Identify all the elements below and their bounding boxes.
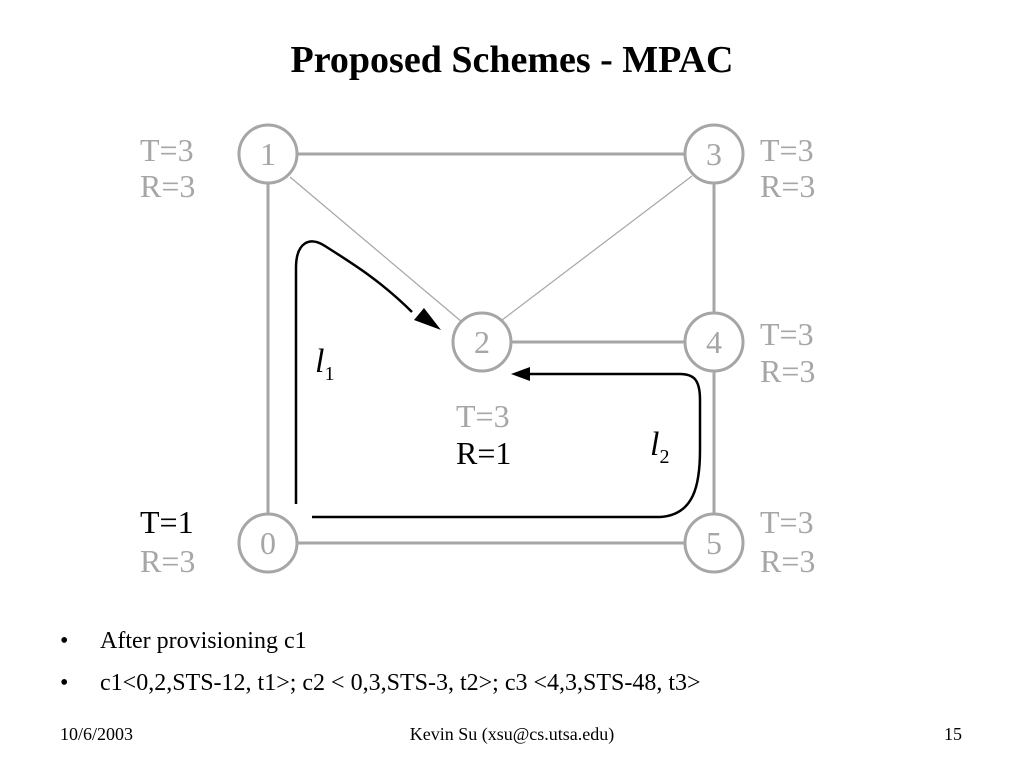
node-1-r-label: R=3	[140, 168, 195, 204]
node-3-r-label: R=3	[760, 168, 815, 204]
path-l2-arrowhead	[511, 367, 530, 381]
path-l1	[294, 240, 413, 504]
node-4: 4	[683, 311, 745, 373]
bullet-icon: •	[60, 628, 69, 654]
bullet-icon: •	[60, 670, 69, 696]
network-diagram: l1 l2 1 3 2 4 0 5 T=3 R=3 T=3 R=3 T=3 R=…	[140, 123, 815, 579]
node-5-label: 5	[706, 525, 722, 561]
path-label-l1: l1	[315, 343, 334, 385]
node-1-t-label: T=3	[140, 132, 194, 168]
node-4-r-label: R=3	[760, 353, 815, 389]
path-l1-arrowhead	[414, 308, 441, 330]
footer-author: Kevin Su (xsu@cs.utsa.edu)	[409, 724, 615, 744]
node-0-label: 0	[260, 525, 276, 561]
node-3: 3	[683, 123, 745, 185]
node-1: 1	[237, 123, 299, 185]
path-l2	[312, 372, 702, 519]
node-2: 2	[451, 311, 513, 373]
path-label-l2: l2	[650, 426, 669, 468]
bullet-item: • After provisioning c1	[60, 620, 701, 662]
node-3-label: 3	[706, 136, 722, 172]
node-2-r-label: R=1	[456, 435, 511, 471]
node-5-r-label: R=3	[760, 543, 815, 579]
node-0-r-label: R=3	[140, 543, 195, 579]
node-0-t-label: T=1	[140, 504, 194, 540]
bullet-list: • After provisioning c1 • c1<0,2,STS-12,…	[60, 620, 701, 704]
node-4-label: 4	[706, 324, 722, 360]
bullet-text: After provisioning c1	[100, 628, 307, 654]
footer-date: 10/6/2003	[60, 724, 134, 744]
edge-2-3	[501, 175, 693, 321]
node-3-t-label: T=3	[760, 132, 814, 168]
footer-page-number: 15	[944, 724, 962, 744]
node-0: 0	[237, 512, 299, 574]
node-5-t-label: T=3	[760, 504, 814, 540]
slide-title: Proposed Schemes - MPAC	[290, 39, 734, 81]
node-2-label: 2	[474, 324, 490, 360]
node-5: 5	[683, 512, 745, 574]
bullet-text: c1<0,2,STS-12, t1>; c2 < 0,3,STS-3, t2>;…	[100, 670, 701, 696]
node-2-t-label: T=3	[456, 398, 510, 434]
node-1-label: 1	[260, 136, 276, 172]
edge-1-2	[289, 176, 463, 323]
bullet-item: • c1<0,2,STS-12, t1>; c2 < 0,3,STS-3, t2…	[60, 662, 701, 704]
node-4-t-label: T=3	[760, 316, 814, 352]
